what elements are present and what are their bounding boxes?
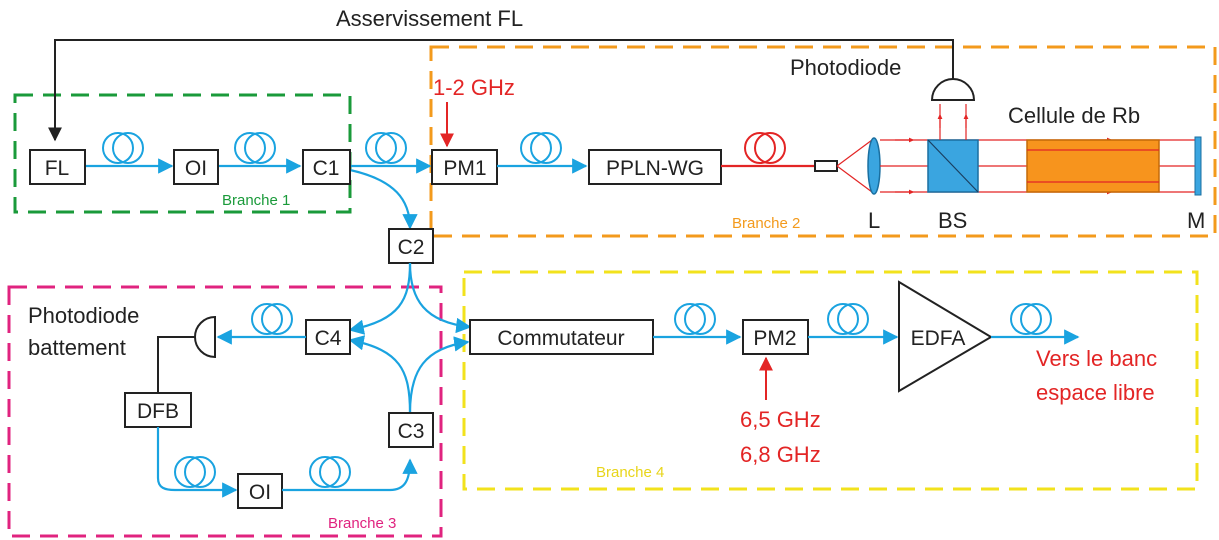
fiber-c3-commutateur [408, 336, 470, 414]
isolator-1-box [173, 149, 219, 185]
fl-laser-box [29, 149, 86, 185]
fiber-c2-c4 [348, 262, 412, 335]
output-label-2: espace libre [1036, 380, 1155, 405]
rf-pm1-label: 1-2 GHz [433, 75, 515, 100]
fiber-coil-1 [102, 132, 144, 164]
pm1-box [431, 149, 498, 185]
branch-2-frame [429, 45, 1217, 238]
mirror-label: M [1187, 208, 1205, 233]
coupler-c4-box [305, 319, 351, 355]
beat-photodiode-label-1: Photodiode [28, 303, 139, 328]
edfa-amplifier [898, 280, 993, 393]
diverging-beam [836, 139, 873, 193]
fl-label: FL [45, 157, 70, 180]
pm2-box [742, 319, 809, 355]
branch-2-label: Branche 2 [732, 215, 800, 232]
commutateur-label: Commutateur [497, 327, 624, 350]
rb-cell-label: Cellule de Rb [1008, 103, 1140, 128]
rf-pm2-label-2: 6,8 GHz [740, 442, 821, 467]
isolator-1-label: OI [185, 157, 207, 180]
coupler-c3-box [388, 412, 434, 448]
pm2-label: PM2 [753, 327, 796, 350]
branch-4-label: Branche 4 [596, 464, 664, 481]
commutateur-box [469, 319, 654, 355]
beat-photodiode-label-2: battement [28, 335, 126, 360]
feedback-line [48, 39, 954, 142]
bs-label: BS [938, 208, 967, 233]
photodiode-label: Photodiode [790, 55, 901, 80]
fiber-coil-9 [827, 303, 869, 335]
fiber-coil-red [744, 132, 786, 164]
dfb-box [124, 392, 192, 428]
fiber-c1-c2 [349, 168, 418, 230]
rb-cell [1026, 139, 1160, 193]
pm1-label: PM1 [443, 157, 486, 180]
mirror [1194, 136, 1202, 196]
feedback-label: Asservissement FL [336, 6, 523, 31]
fiber-coil-3 [365, 132, 407, 164]
ppln-wg-label: PPLN-WG [606, 157, 704, 180]
photodiode [930, 78, 976, 101]
coupler-c4-label: C4 [315, 327, 342, 350]
branch-4-frame [462, 270, 1199, 491]
fiber-coil-6 [174, 456, 216, 488]
collimator [814, 160, 838, 172]
fiber-dfb-oi [156, 427, 238, 498]
fiber-coil-2 [234, 132, 276, 164]
coupler-c3-label: C3 [398, 420, 425, 443]
fiber-c2-commutateur [408, 262, 472, 334]
branch-3-frame [7, 285, 443, 538]
branch-3-label: Branche 3 [328, 515, 396, 532]
dfb-label: DFB [137, 400, 179, 423]
branch-1-label: Branche 1 [222, 192, 290, 209]
edfa-label: EDFA [911, 327, 966, 350]
output-label-1: Vers le banc [1036, 346, 1157, 371]
dfb-to-photodiode-wire [157, 336, 195, 392]
fiber-coil-10 [1010, 303, 1052, 335]
fiber-coil-7 [309, 456, 351, 488]
lens [867, 137, 881, 195]
coupler-c2-box [388, 228, 434, 264]
fiber-oi-c3 [282, 458, 418, 492]
beam-splitter-diagonal [927, 139, 979, 193]
fiber-coil-4 [520, 132, 562, 164]
fiber-coil-8 [674, 303, 716, 335]
fiber-coil-5 [251, 303, 293, 335]
beat-photodiode [194, 315, 216, 359]
isolator-2-label: OI [249, 481, 271, 504]
coupler-c1-box [302, 149, 351, 185]
rf-pm2-label-1: 6,5 GHz [740, 407, 821, 432]
lens-label: L [868, 208, 880, 233]
coupler-c1-label: C1 [313, 157, 340, 180]
coupler-c2-label: C2 [398, 236, 425, 259]
fiber-c3-c4 [348, 335, 412, 414]
